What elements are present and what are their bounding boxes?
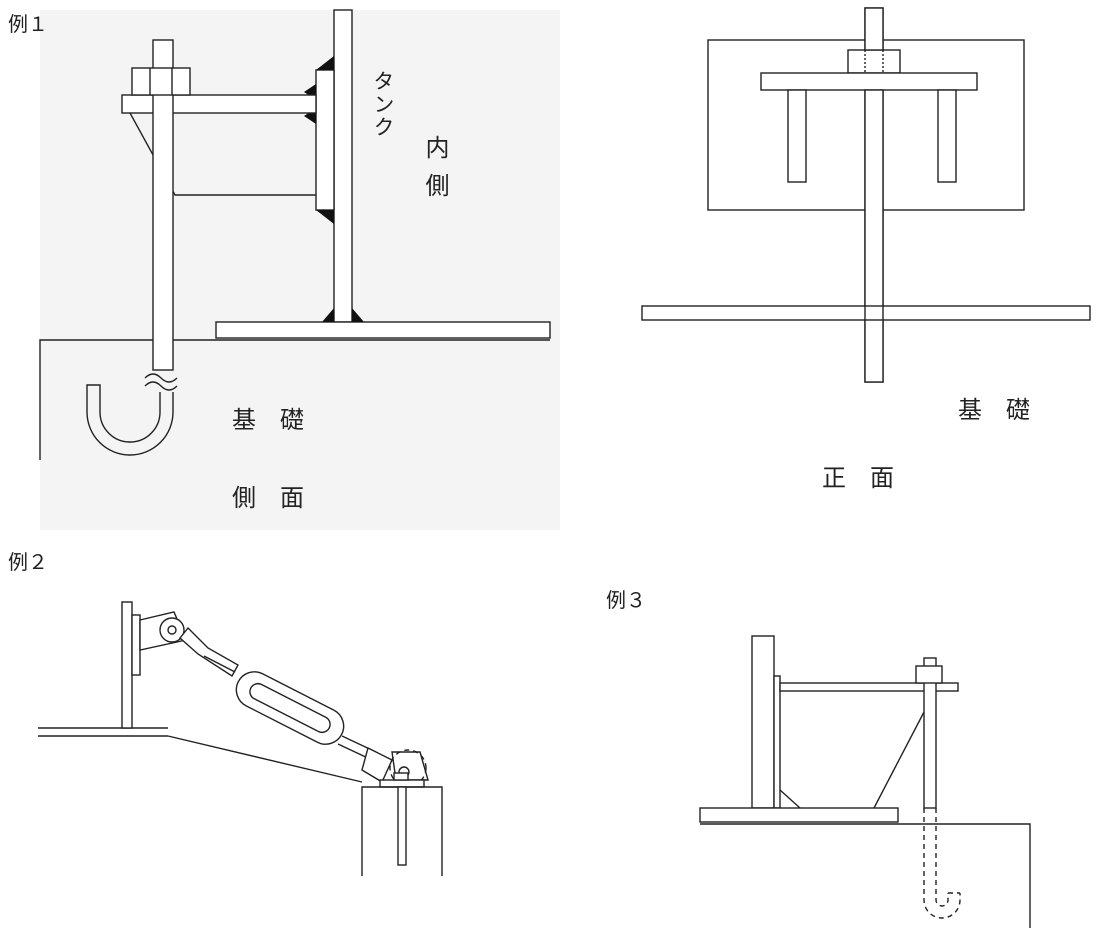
ex3-top-plate	[779, 682, 959, 692]
side-view-label: 側 面	[232, 484, 304, 512]
ex3-j-hook	[923, 808, 961, 919]
foundation-label-front: 基 礎	[958, 396, 1030, 424]
example1-side-view	[39, 9, 560, 530]
anchor-bolt	[152, 39, 174, 371]
example1-front-view	[641, 7, 1091, 383]
tank-label: タンク	[371, 70, 395, 139]
ex3-tank-wall	[751, 635, 775, 809]
j-hook	[86, 384, 174, 456]
bolt-nut	[131, 67, 191, 96]
example2-bolt	[397, 786, 407, 866]
inner-side-label: 内側	[421, 135, 449, 211]
foundation-label-side: 基 礎	[232, 406, 304, 434]
example2-label: 例２	[8, 550, 48, 574]
example2-diagram	[38, 601, 443, 876]
front-view-label: 正 面	[822, 464, 894, 492]
example1-label: 例１	[8, 12, 48, 36]
foundation-outline	[39, 339, 550, 460]
example3-label: 例３	[606, 588, 646, 612]
ex3-bolt	[923, 657, 937, 809]
ex3-foundation	[700, 823, 1031, 928]
ex3-bottom-plate	[699, 807, 899, 823]
front-leg-right	[937, 89, 957, 183]
front-leg-left	[787, 89, 807, 183]
tank-bottom-plate	[215, 321, 551, 339]
